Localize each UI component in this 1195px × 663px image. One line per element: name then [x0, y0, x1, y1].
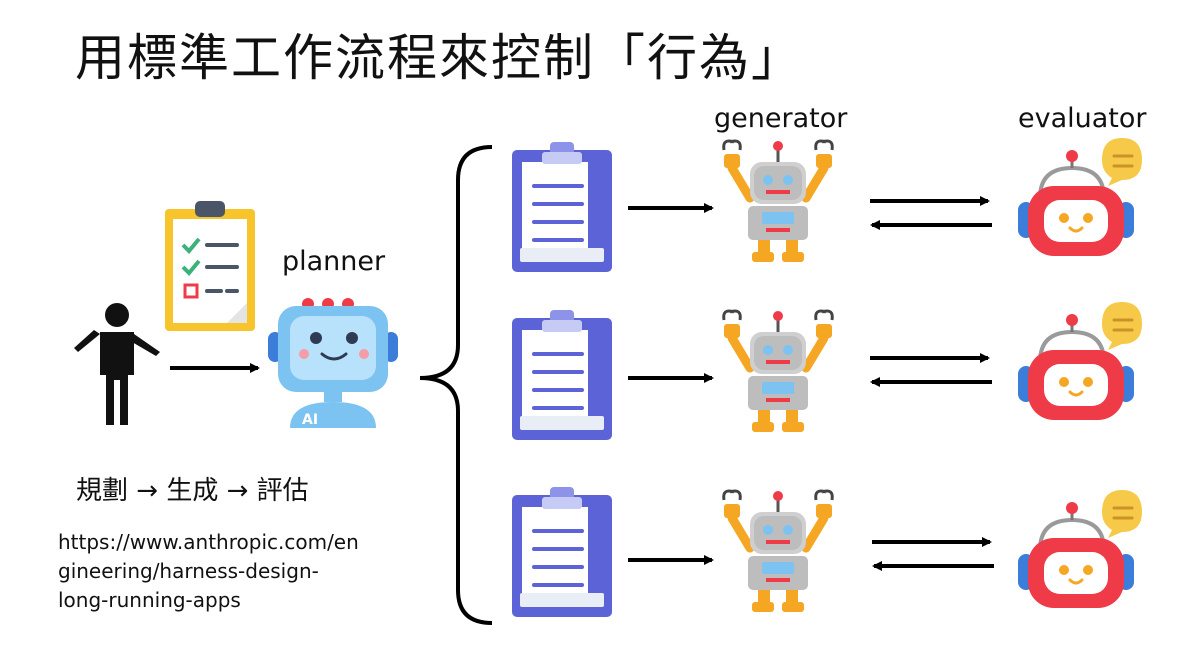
evaluator-robot-icon	[1016, 300, 1144, 422]
fan-out-brace	[419, 145, 493, 625]
evaluator-robot-icon	[1016, 488, 1144, 610]
ai-badge: AI	[302, 412, 318, 428]
source-url-line[interactable]: long-running-apps	[58, 588, 241, 612]
task-clipboard-icon	[510, 308, 614, 442]
generator-robot-icon	[724, 311, 833, 432]
evaluator-robot-icon	[1016, 136, 1144, 258]
ai-robot-icon: AI	[268, 298, 398, 428]
source-url-line[interactable]: gineering/harness-design-	[58, 559, 319, 583]
task-clipboard-icon	[510, 485, 614, 619]
person-icon	[74, 303, 160, 425]
generator-robot-icon	[724, 141, 833, 262]
slide-title: 用標準工作流程來控制「行為」	[75, 29, 803, 87]
checklist-clipboard-icon	[165, 201, 255, 331]
task-clipboard-icon	[510, 140, 614, 274]
generator-robot-icon	[724, 491, 833, 612]
source-url[interactable]: https://www.anthropic.com/en gineering/h…	[58, 528, 398, 615]
generator-label: generator	[714, 103, 848, 134]
evaluator-label: evaluator	[1018, 103, 1147, 134]
planner-label: planner	[282, 246, 386, 277]
workflow-caption: 規劃 → 生成 → 評估	[76, 476, 309, 506]
source-url-line[interactable]: https://www.anthropic.com/en	[58, 530, 359, 554]
